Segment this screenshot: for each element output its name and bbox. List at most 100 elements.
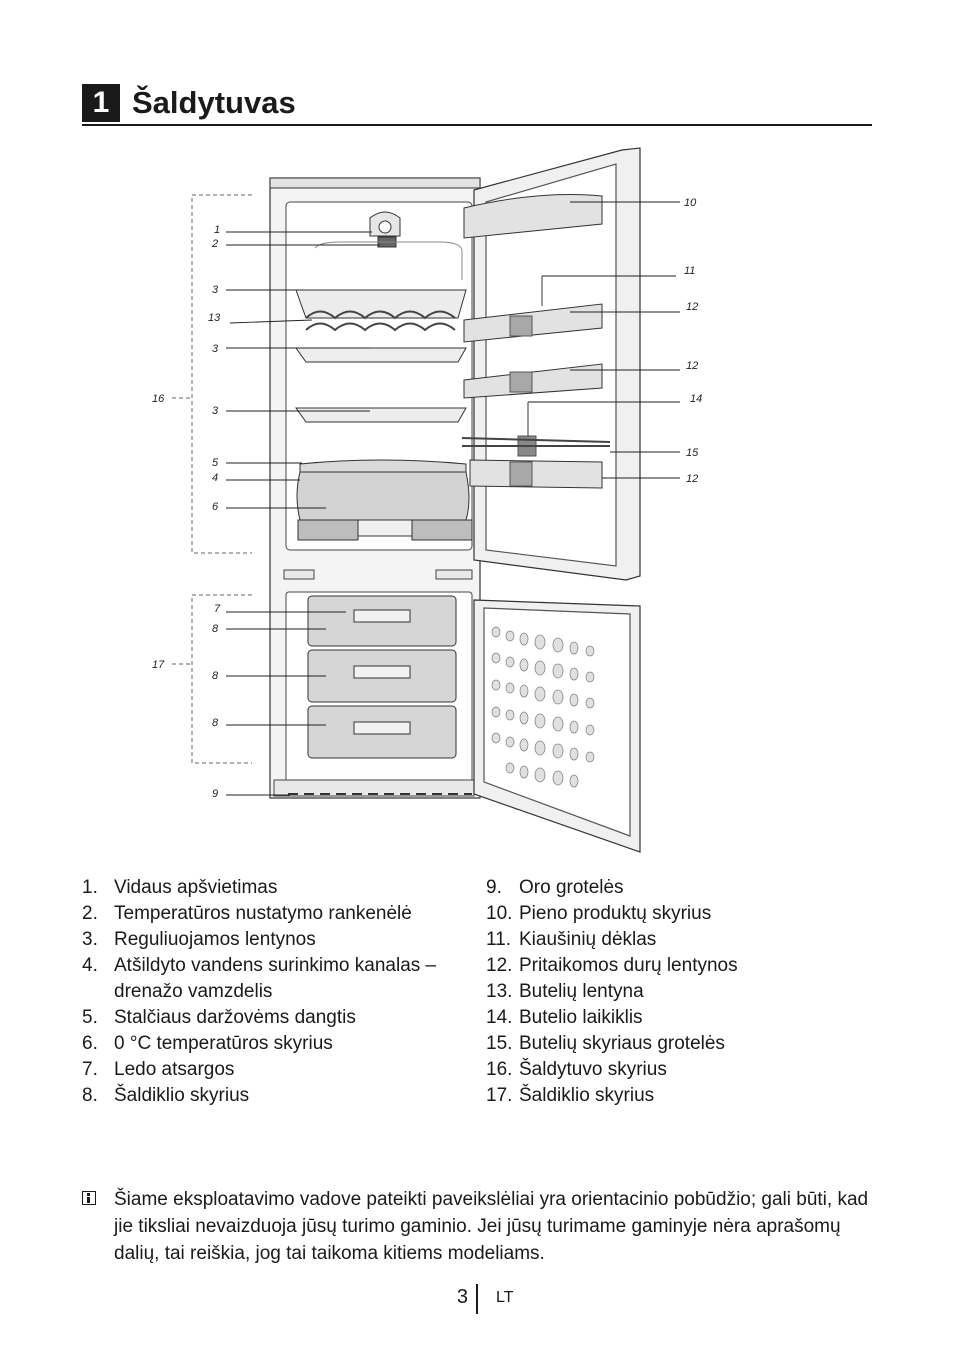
footer-divider [476,1284,478,1314]
legend-number: 14. [486,1007,513,1028]
legend-item: 11. Kiaušinių dėklas [486,927,886,953]
legend-text: Reguliuojamos lentynos [114,929,316,950]
legend-item: 4. Atšildyto vandens surinkimo kanalas – … [82,953,472,1005]
legend-number: 10. [486,903,513,924]
legend-text: Pieno produktų skyrius [519,903,712,924]
legend-item: 17. Šaldiklio skyrius [486,1083,886,1109]
crisper-drawer [296,459,473,541]
legend-number: 6. [82,1033,98,1054]
callout-12-bottom: 12 [686,473,698,485]
callout-1: 1 [214,224,220,236]
legend-number: 13. [486,981,513,1002]
legend-item: 9. Oro grotelės [486,875,886,901]
section-number: 1 [82,84,120,122]
language-code: LT [496,1289,514,1306]
legend-number: 8. [82,1085,98,1106]
callout-3-top: 3 [212,284,219,296]
dairy-compartment [463,194,603,239]
info-note-text: Šiame eksploatavimo vadove pateikti pave… [114,1189,869,1264]
callout-13: 13 [208,312,221,324]
legend-number: 9. [486,877,502,898]
fridge-illustration: 1 2 3 13 3 16 3 5 4 6 7 8 17 8 8 9 10 11… [152,147,702,853]
legend-number: 3. [82,929,98,950]
callout-12-middle: 12 [686,360,698,372]
legend-right-column: 9. Oro grotelės 10. Pieno produktų skyrius… [486,875,886,1109]
legend-item: 7. Ledo atsargos [82,1057,472,1083]
legend-number: 11. [486,929,512,950]
bottle-grille [461,437,611,447]
legend-number: 7. [82,1059,98,1080]
legend-item: 10. Pieno produktų skyrius [486,901,886,927]
section-title: Šaldytuvas [132,85,296,120]
legend-number: 2. [82,903,98,924]
door-shelf-3 [469,459,603,489]
callout-3-middle: 3 [212,343,219,355]
fridge-diagram: 1 2 3 13 3 16 3 5 4 6 7 8 17 8 8 9 10 11… [140,140,720,860]
page-footer: 3 LT [0,1284,954,1316]
legend-text: Temperatūros nustatymo rankenėlė [114,903,412,924]
callout-8-top: 8 [212,623,219,635]
callout-9: 9 [212,788,218,800]
page-number: 3 [456,1286,468,1308]
callout-16: 16 [152,393,165,405]
info-note: Šiame eksploatavimo vadove pateikti pave… [82,1186,872,1267]
legend-item: 12. Pritaikomos durų lentynos [486,953,886,979]
legend-item: 6. 0 °C temperatūros skyrius [82,1031,472,1057]
legend-text: Šaldiklio skyrius [519,1085,655,1106]
callout-8-bottom: 8 [212,717,219,729]
leader-lines [226,201,680,796]
callout-10: 10 [684,197,697,209]
info-icon [82,1191,96,1205]
legend-item: 8. Šaldiklio skyrius [82,1083,472,1109]
freezer-drawers [307,595,457,759]
legend-text: Ledo atsargos [114,1059,235,1080]
callout-6: 6 [212,501,219,513]
door-shelf-2 [463,363,603,399]
callout-3-lower: 3 [212,405,219,417]
callout-14: 14 [690,393,702,405]
callout-4: 4 [212,472,218,484]
legend-text: Atšildyto vandens surinkimo kanalas – dr… [114,955,437,1002]
section-header: 1 Šaldytuvas [82,84,872,126]
legend-text: Šaldytuvo skyrius [519,1059,667,1080]
legend-text: Vidaus apšvietimas [114,877,278,898]
legend-item: 1. Vidaus apšvietimas [82,875,472,901]
callout-5: 5 [212,457,219,469]
legend-number: 16. [486,1059,513,1080]
compartment-brackets [172,194,252,764]
legend-number: 1. [82,877,98,898]
callout-2: 2 [211,238,218,250]
legend-item: 14. Butelio laikiklis [486,1005,886,1031]
shelves [295,347,467,423]
callout-17: 17 [152,659,165,671]
callout-11: 11 [684,265,695,277]
legend-text: Butelių lentyna [519,981,644,1002]
bottle-shelf [295,289,467,332]
callout-8-middle: 8 [212,670,219,682]
legend-number: 5. [82,1007,98,1028]
legend-item: 3. Reguliuojamos lentynos [82,927,472,953]
legend-item: 2. Temperatūros nustatymo rankenėlė [82,901,472,927]
legend-text: Šaldiklio skyrius [114,1085,250,1106]
legend-item: 13. Butelių lentyna [486,979,886,1005]
legend-text: Stalčiaus daržovėms dangtis [114,1007,356,1028]
door-shelf-1 [463,303,603,343]
callout-7: 7 [214,603,221,615]
callout-12-top: 12 [686,301,698,313]
callout-15: 15 [686,447,699,459]
legend-text: Kiaušinių dėklas [519,929,657,950]
legend-item: 5. Stalčiaus daržovėms dangtis [82,1005,472,1031]
legend-text: 0 °C temperatūros skyrius [114,1033,333,1054]
legend-text: Butelio laikiklis [519,1007,643,1028]
legend-text: Pritaikomos durų lentynos [519,955,738,976]
legend-left-column: 1. Vidaus apšvietimas 2. Temperatūros nust… [82,875,472,1109]
legend-number: 15. [486,1033,513,1054]
legend-number: 4. [82,955,98,976]
legend-item: 15. Butelių skyriaus grotelės [486,1031,886,1057]
legend-text: Oro grotelės [519,877,624,898]
freezer-door-dimples [491,626,595,788]
legend-number: 17. [486,1085,513,1106]
legend-text: Butelių skyriaus grotelės [519,1033,725,1054]
legend-number: 12. [486,955,513,976]
legend-item: 16. Šaldytuvo skyrius [486,1057,886,1083]
